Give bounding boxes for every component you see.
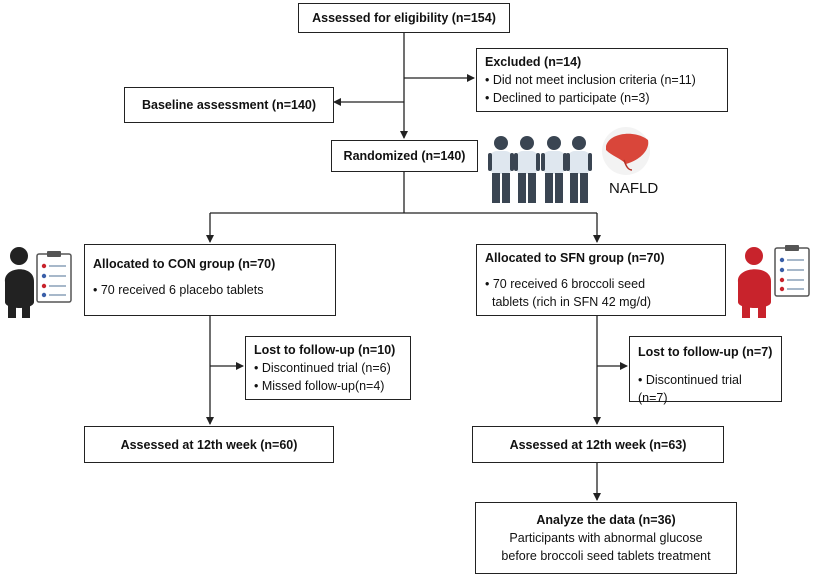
sfn-allocation-box: Allocated to SFN group (n=70) • 70 recei… <box>476 244 726 316</box>
sfn-allocation-detail: tablets (rich in SFN 42 mg/d) <box>492 295 652 309</box>
con-lost-item: • Discontinued trial (n=6) <box>254 361 391 375</box>
baseline-box: Baseline assessment (n=140) <box>124 87 334 123</box>
excluded-item: • Did not meet inclusion criteria (n=11) <box>485 73 696 87</box>
excluded-title: Excluded (n=14) <box>485 55 582 69</box>
sfn-person-clipboard-icon <box>737 245 810 318</box>
nafld-label: NAFLD <box>609 180 659 197</box>
liver-icon <box>602 127 650 175</box>
con-allocation-box: Allocated to CON group (n=70) • 70 recei… <box>84 244 336 316</box>
sfn-lost-title: Lost to follow-up (n=7) <box>638 345 773 359</box>
nafld-people-icon <box>488 136 592 203</box>
con-person-clipboard-icon <box>4 247 72 318</box>
con-assessed-title: Assessed at 12th week (n=60) <box>120 437 298 452</box>
con-lost-item: • Missed follow-up(n=4) <box>254 379 385 393</box>
con-allocation-title: Allocated to CON group (n=70) <box>93 257 276 271</box>
sfn-allocation-detail: • 70 received 6 broccoli seed <box>485 277 646 291</box>
con-assessed-box: Assessed at 12th week (n=60) <box>84 426 334 463</box>
con-lost-box: Lost to follow-up (n=10) • Discontinued … <box>245 336 411 400</box>
sfn-assessed-box: Assessed at 12th week (n=63) <box>472 426 724 463</box>
eligibility-title: Assessed for eligibility (n=154) <box>312 11 496 25</box>
analyze-line: Participants with abnormal glucose <box>509 531 703 545</box>
sfn-allocation-title: Allocated to SFN group (n=70) <box>485 251 665 265</box>
sfn-lost-box: Lost to follow-up (n=7) • Discontinued t… <box>629 336 782 405</box>
sfn-lost-item: • Discontinued trial (n=7) <box>638 373 742 405</box>
eligibility-box: Assessed for eligibility (n=154) <box>298 3 510 33</box>
randomized-title: Randomized (n=140) <box>343 149 466 163</box>
sfn-assessed-title: Assessed at 12th week (n=63) <box>509 437 687 452</box>
baseline-title: Baseline assessment (n=140) <box>141 98 317 112</box>
analyze-box: Analyze the data (n=36) Participants wit… <box>475 502 737 574</box>
analyze-line: before broccoli seed tablets treatment <box>501 549 711 563</box>
excluded-box: Excluded (n=14) • Did not meet inclusion… <box>476 48 728 112</box>
randomized-box: Randomized (n=140) <box>331 140 478 172</box>
analyze-title: Analyze the data (n=36) <box>536 513 676 527</box>
con-lost-title: Lost to follow-up (n=10) <box>254 343 396 357</box>
con-allocation-detail: • 70 received 6 placebo tablets <box>93 283 264 297</box>
excluded-item: • Declined to participate (n=3) <box>485 91 650 105</box>
